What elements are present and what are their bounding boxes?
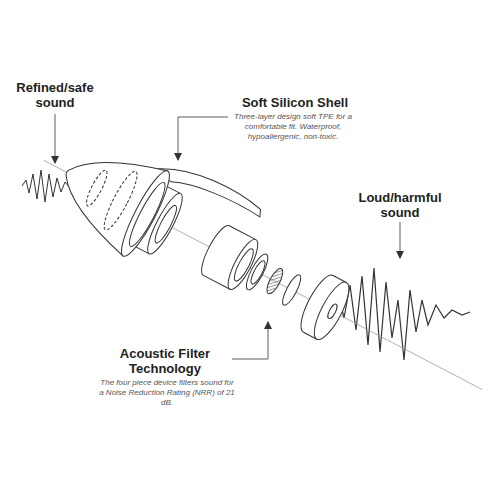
leader-line — [55, 114, 56, 163]
part-heading: Soft Silicon Shell — [225, 95, 365, 110]
leader-line — [232, 322, 268, 359]
part-description: Three-layer design soft TPE for a comfor… — [232, 112, 354, 142]
part-description: The four piece device filters sound for … — [98, 378, 236, 408]
sound-label: Refined/safe sound — [5, 80, 105, 110]
sound-label: Loud/harmful sound — [345, 190, 455, 220]
part-heading: Acoustic Filter Technology — [95, 346, 235, 376]
leader-line — [400, 222, 401, 258]
leader-line — [178, 117, 228, 160]
earplug-exploded-view — [21, 106, 500, 432]
harmful-sound-wave — [330, 268, 470, 360]
